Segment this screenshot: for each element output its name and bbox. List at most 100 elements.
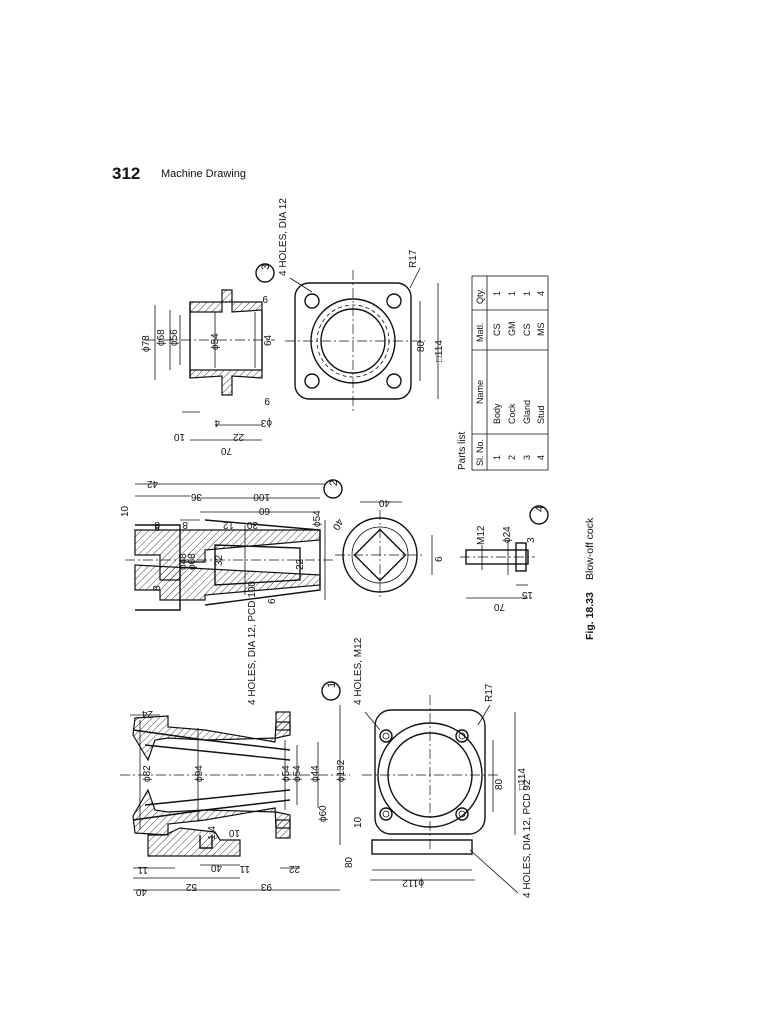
dim-label: ϕ78: [141, 335, 152, 352]
dim-label: ϕ68: [187, 553, 198, 570]
dim-label: 80: [416, 340, 427, 352]
dim-label: 9: [262, 293, 268, 304]
dim-label: ϕ44: [310, 765, 321, 782]
parts-list-cell: Cock: [507, 403, 517, 424]
dim-label: 6: [434, 556, 445, 562]
dim-label: □114: [434, 340, 445, 362]
body-plan-view: [362, 695, 519, 894]
dim-label: ϕ82: [142, 765, 153, 782]
dim-label: 93: [260, 881, 272, 892]
r17-note: R17: [484, 683, 495, 702]
dim-label: 64: [263, 334, 274, 346]
dim-label: 80: [344, 856, 355, 868]
parts-list-cell: Gland: [522, 400, 532, 424]
drawing-notes: 4 HOLES, DIA 12, PCD 100 4 HOLES, M12 4 …: [247, 581, 533, 898]
part-marker-label: 2: [328, 480, 340, 486]
dim-label: ϕ60: [318, 805, 329, 822]
dim-label: 10: [228, 827, 240, 838]
parts-list-header: Sl. No.: [475, 439, 485, 466]
body-section-view: [120, 705, 350, 891]
dim-label: 70: [493, 601, 505, 612]
stud-labels: M12 ϕ24 3 70 15: [476, 525, 537, 612]
dim-label: 100: [253, 491, 270, 502]
dim-label: 40: [135, 886, 147, 897]
dim-label: ϕ48: [178, 553, 189, 570]
parts-list-cell: 1: [492, 455, 502, 460]
dim-label: 40: [378, 497, 390, 508]
parts-list-header: Qty.: [475, 288, 485, 304]
parts-list-header: Name: [475, 380, 485, 404]
part-marker-3: [255, 263, 275, 283]
part-marker-2: [323, 479, 343, 499]
dim-label: 10: [353, 816, 364, 828]
dim-label: 12: [222, 519, 234, 530]
body-base-holes-note: 4 HOLES, DIA 12, PCD 92: [522, 779, 533, 898]
part-marker-label: 3: [260, 264, 272, 270]
dim-label: 8: [152, 585, 163, 591]
dim-label: 8: [154, 519, 160, 530]
parts-list-cell: Body: [492, 403, 502, 424]
parts-list: Parts list Sl. No. Name Matl. Qty. 1 Bod…: [457, 275, 549, 471]
cock-end-labels: 40 6 40: [330, 497, 445, 562]
dim-label: 11: [137, 864, 148, 875]
dim-label: ϕ68: [156, 329, 167, 346]
parts-list-cell: 1: [492, 291, 502, 296]
parts-list-cell: MS: [536, 323, 546, 337]
parts-list-cell: 4: [536, 291, 546, 296]
dim-label: ϕ94: [194, 765, 205, 782]
cock-section-labels: 42 36 100 10 8 8 32 22 60 ϕ48 ϕ68 ϕ54 30…: [120, 478, 323, 604]
dim-label: 15: [521, 589, 533, 600]
dim-label: 9: [264, 395, 270, 406]
dim-label: ϕ54: [281, 765, 292, 782]
body-plan-labels: 80 □114 R17: [484, 683, 528, 790]
dim-label: 10: [120, 505, 131, 517]
cock-end-view: [335, 501, 433, 600]
dim-label: ϕ54: [210, 333, 221, 350]
dim-label: ϕ54: [292, 765, 303, 782]
cock-section-view: [125, 483, 335, 611]
part-marker-4: [529, 505, 549, 525]
dim-label: 11: [239, 863, 250, 874]
dim-label: 22: [232, 431, 244, 442]
dim-label: 22: [288, 863, 300, 874]
page-number: 312: [112, 164, 141, 183]
dim-label: □114: [517, 768, 528, 790]
figure-caption-text: Blow-off cock: [584, 517, 596, 580]
parts-list-cell: CS: [492, 323, 502, 336]
gland-holes-note: 4 HOLES, DIA 12: [278, 198, 289, 276]
dim-label: 60: [258, 505, 270, 516]
dim-label: 6: [267, 598, 278, 604]
body-section-dimensions: 40 11 52 40 93 11 22 80 ϕ112 ϕ82 ϕ94 ϕ54…: [135, 708, 424, 897]
dim-label: 10: [173, 431, 185, 442]
dim-label: ϕ132: [336, 759, 347, 782]
dim-label: 40: [330, 517, 345, 533]
parts-list-cell: Stud: [536, 405, 546, 424]
dim-label: 36: [190, 491, 202, 502]
parts-list-cell: 1: [507, 291, 517, 296]
dim-label: ϕ54: [312, 510, 323, 527]
parts-list-cell: GM: [507, 322, 517, 337]
dim-label: ϕ24: [502, 526, 513, 543]
parts-list-cell: 3: [522, 455, 532, 460]
parts-list-cell: 4: [536, 455, 546, 460]
parts-list-cell: 2: [507, 455, 517, 460]
dim-label: M12: [476, 525, 487, 545]
running-head: Machine Drawing: [161, 168, 246, 180]
dim-label: 32: [214, 554, 225, 566]
dim-label: 1:4: [207, 826, 218, 840]
stud-view: [460, 540, 535, 599]
figure-number: Fig. 18.33: [584, 592, 596, 640]
body-holes-note: 4 HOLES, DIA 12, PCD 100: [247, 581, 258, 705]
figure-caption: Fig. 18.33 Blow-off cock: [584, 517, 596, 640]
dim-label: 4: [214, 417, 220, 428]
body-plan-holes-note: 4 HOLES, M12: [353, 637, 364, 705]
parts-list-header: Matl.: [475, 322, 485, 342]
parts-list-title: Parts list: [457, 431, 468, 470]
gland-section-labels: ϕ78 ϕ68 ϕ56 ϕ54 64 9 9 70 22 4 10 ϕ3: [141, 293, 274, 456]
dim-label: ϕ56: [169, 329, 180, 346]
dim-label: ϕ3: [260, 417, 272, 428]
dim-label: 8: [182, 519, 188, 530]
r17-note: R17: [408, 249, 419, 268]
part-marker-label: 4: [534, 506, 546, 512]
